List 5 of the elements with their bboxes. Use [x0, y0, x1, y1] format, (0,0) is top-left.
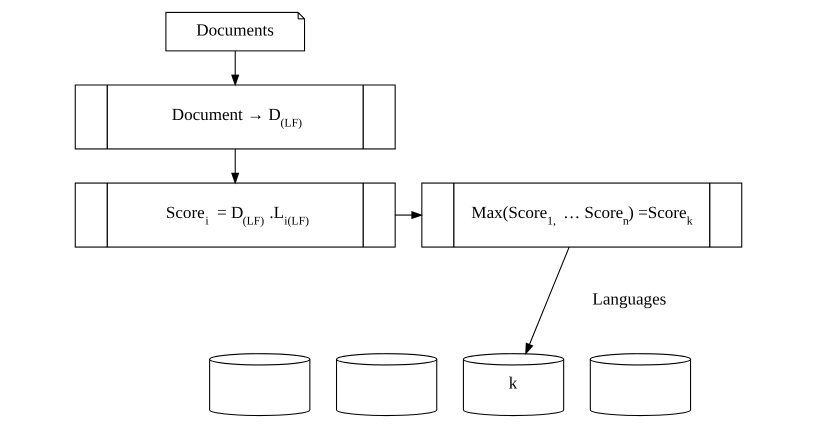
arrow [231, 51, 240, 86]
arrow [395, 210, 424, 220]
arrow [231, 149, 240, 184]
arrow [525, 247, 570, 355]
label: Languages [592, 289, 666, 308]
